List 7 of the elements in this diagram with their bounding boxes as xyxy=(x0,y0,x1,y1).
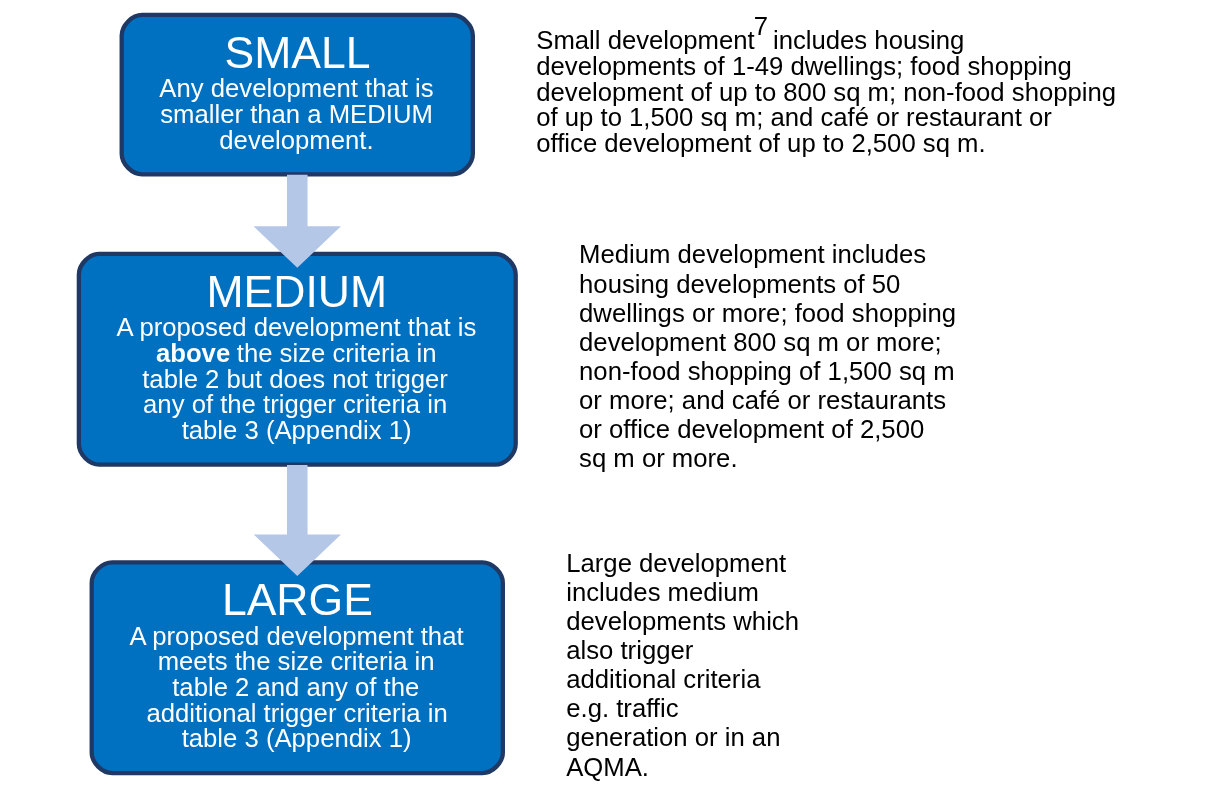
arrow xyxy=(253,174,341,268)
node-box: SMALL Any development that is smaller than a MEDIUM development. xyxy=(119,12,475,177)
node-box: MEDIUM A proposed development that is above the size criteria in table 2 but does not trigger any of the trigger criteria in table 3 (Appendix 1) xyxy=(76,251,518,467)
node-label: Medium development includes housing developments of 50 dwellings or more; food shopping development 800 sq m or more; non-food shopping of 1,500 sq m or more; and café or restaurants or office development of 2,500 sq m or more. xyxy=(579,240,957,473)
node-label: Large development includes medium developments which also trigger additional criteria e.g. traffic generation or in an AQMA. xyxy=(566,548,799,781)
node-box: LARGE A proposed development that meets the size criteria in table 2 and any of the additional trigger criteria in table 3 (Appendix 1) xyxy=(89,560,505,776)
arrow xyxy=(253,465,341,577)
